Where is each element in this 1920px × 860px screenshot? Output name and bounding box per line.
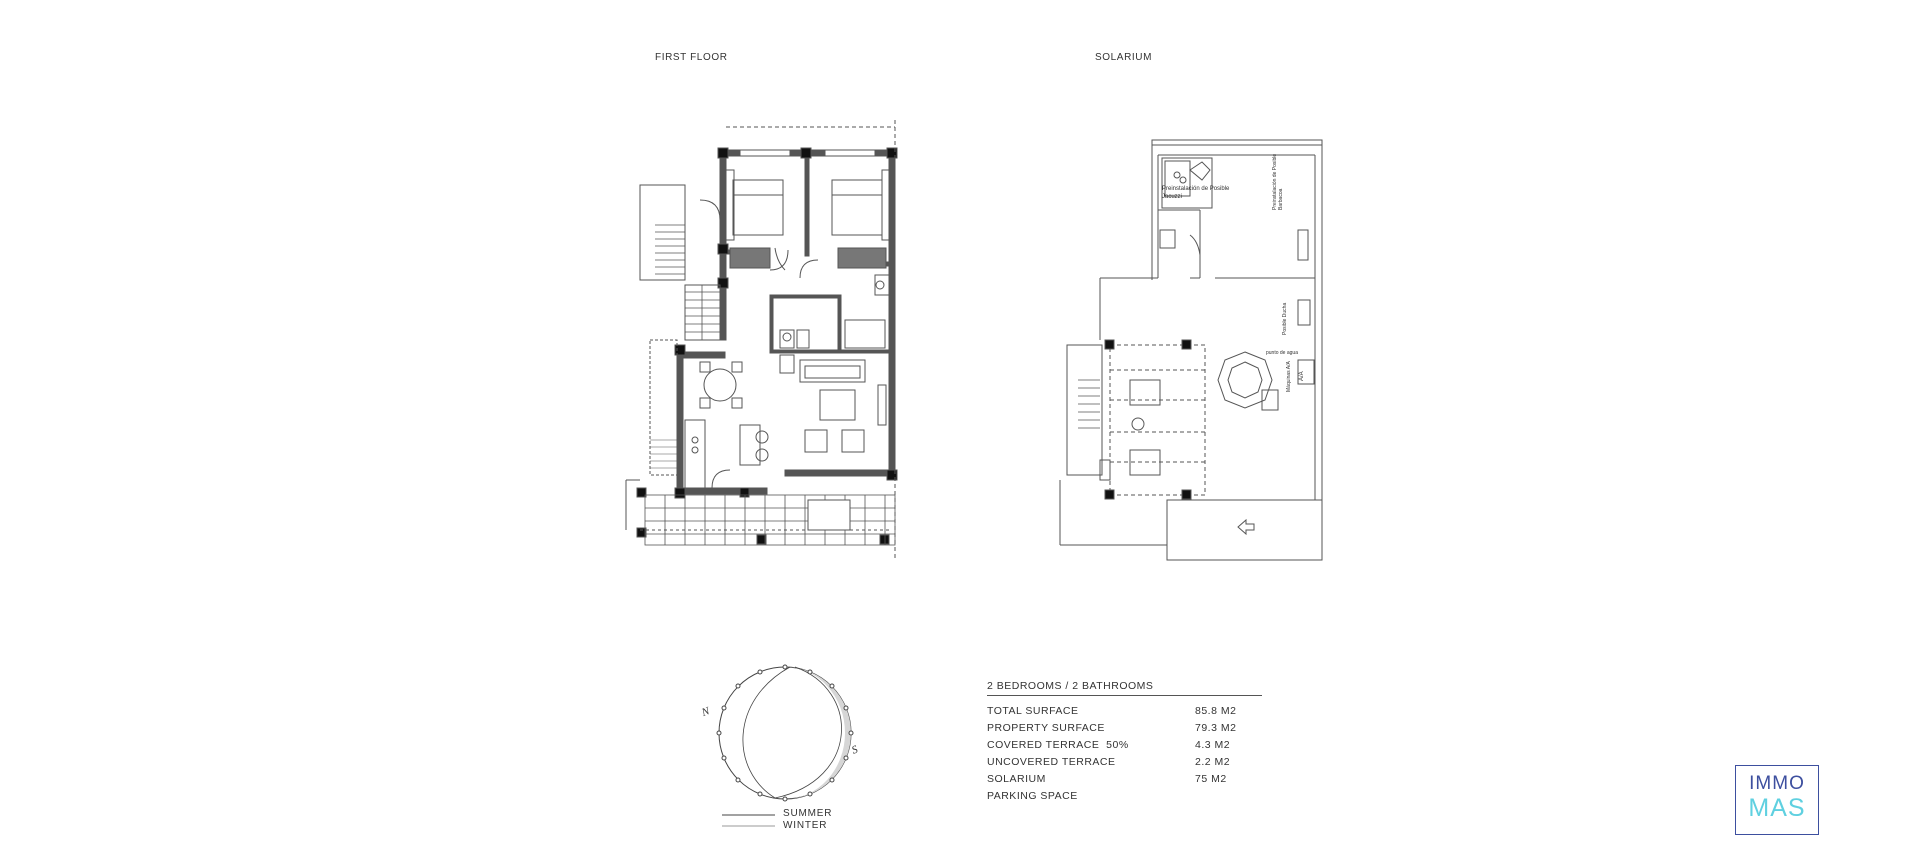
aa-label: A/A [1299,371,1305,381]
west-wall-living [676,351,684,495]
logo-line-2: MAS [1748,794,1806,822]
specs-title: 2 BEDROOMS / 2 BATHROOMS [987,680,1262,696]
spec-row-covered-terrace: COVERED TERRACE 50% 4.3 M2 [987,739,1247,755]
spec-value: 75 M2 [1195,773,1227,785]
aa-note: Máquinas A/A [1286,361,1292,392]
immomas-logo: IMMO MAS [1735,765,1819,835]
spec-label: SOLARIUM [987,773,1046,785]
jacuzzi-note: Preinstalación de Posible Jacuzzi [1162,186,1230,200]
logo-line-1: IMMO [1749,773,1805,794]
spec-row-uncovered-terrace: UNCOVERED TERRACE 2.2 M2 [987,756,1247,772]
spec-label: PROPERTY SURFACE [987,722,1105,734]
living-south-wall [784,469,896,477]
kitchen-south-wall [676,487,768,495]
spec-label: TOTAL SURFACE [987,705,1079,717]
legend-summer: SUMMER [783,808,833,819]
spec-value: 79.3 M2 [1195,722,1237,734]
solarium-plan [1059,139,1323,561]
spec-value: 85.8 M2 [1195,705,1237,717]
legend-winter: WINTER [783,820,828,831]
first-floor-title: FIRST FLOOR [655,52,728,63]
spec-row-property-surface: PROPERTY SURFACE 79.3 M2 [987,722,1247,738]
spec-value: 2.2 M2 [1195,756,1231,768]
spec-value: 4.3 M2 [1195,739,1231,751]
spec-row-solarium: SOLARIUM 75 M2 [987,773,1247,789]
water-point-note: punto de agua [1266,350,1298,356]
sun-compass [716,664,854,827]
spec-row-parking-space: PARKING SPACE [987,790,1247,806]
barbecue-note: Preinstalación de Posible Barbacoa [1272,153,1284,210]
shower-note: Posible Ducha [1282,302,1288,335]
bedroom-divider [804,155,810,257]
first-floor-plan [625,120,898,560]
spec-row-total-surface: TOTAL SURFACE 85.8 M2 [987,705,1247,721]
solarium-title: SOLARIUM [1095,52,1153,63]
spec-label: UNCOVERED TERRACE [987,756,1116,768]
spec-label: PARKING SPACE [987,790,1078,802]
spec-label: COVERED TERRACE 50% [987,739,1129,751]
